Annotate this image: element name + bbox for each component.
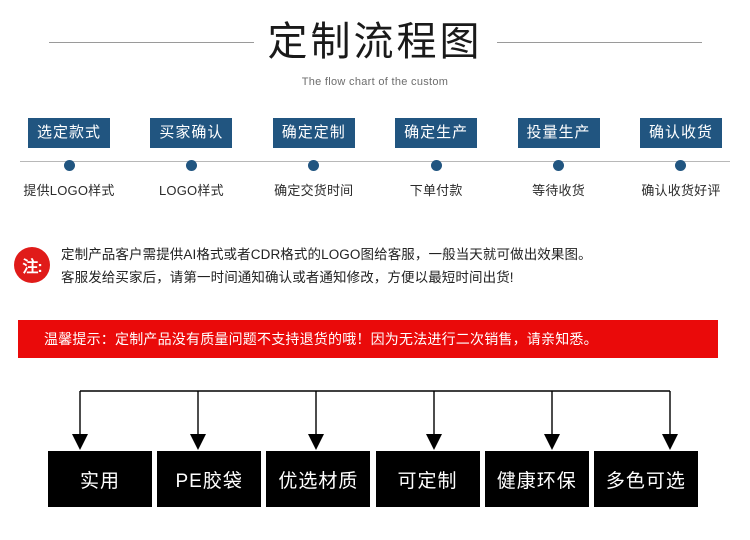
note-text: 定制产品客户需提供AI格式或者CDR格式的LOGO图给客服，一般当天就可做出效果… bbox=[61, 243, 592, 289]
note-badge-icon: 注: bbox=[14, 247, 50, 283]
warning-banner-text: 温馨提示：定制产品没有质量问题不支持退货的哦！因为无法进行二次销售，请亲知悉。 bbox=[44, 331, 598, 347]
title-rule-left bbox=[48, 41, 254, 43]
feature-box-6[interactable]: 多色可选 bbox=[593, 451, 698, 507]
flow-step-6[interactable]: 确认收货 确认收货好评 bbox=[624, 118, 738, 199]
note-line-1: 定制产品客户需提供AI格式或者CDR格式的LOGO图给客服，一般当天就可做出效果… bbox=[61, 247, 592, 262]
flow-step-3-dot-icon bbox=[308, 160, 320, 171]
flow-step-4-chip: 确定生产 bbox=[395, 118, 478, 148]
flow-step-1-dot-icon bbox=[63, 160, 75, 171]
title-row: 定制流程图 bbox=[0, 14, 750, 70]
flow-step-3-caption: 确定交货时间 bbox=[274, 183, 354, 198]
flow-step-6-chip: 确认收货 bbox=[639, 118, 722, 148]
bracket-connector bbox=[0, 378, 750, 456]
flow-step-2-dot-icon bbox=[185, 160, 197, 171]
flow-step-1-chip: 选定款式 bbox=[27, 118, 110, 148]
flow-step-3-chip: 确定定制 bbox=[272, 118, 355, 148]
flow-step-1[interactable]: 选定款式 提供LOGO样式 bbox=[12, 118, 126, 199]
flow-step-4[interactable]: 确定生产 下单付款 bbox=[379, 118, 493, 199]
flow-step-3[interactable]: 确定定制 确定交货时间 bbox=[257, 118, 371, 199]
page-subtitle: The flow chart of the custom bbox=[301, 76, 449, 88]
bracket-arrows-icon bbox=[72, 390, 678, 450]
flow-step-5-dot-icon bbox=[553, 160, 565, 171]
flow-step-2-chip: 买家确认 bbox=[150, 118, 233, 148]
flow-step-2-caption: LOGO样式 bbox=[159, 183, 224, 198]
flow-step-5-caption: 等待收货 bbox=[532, 183, 585, 198]
page-header: 定制流程图 The flow chart of the custom bbox=[0, 0, 750, 100]
flow-step-5-chip: 投量生产 bbox=[517, 118, 600, 148]
note-line-2: 客服发给买家后，请第一时间通知确认或者通知修改，方便以最短时间出货! bbox=[61, 270, 514, 285]
feature-boxes-row: 实用 PE胶袋 优选材质 可定制 健康环保 多色可选 bbox=[48, 451, 698, 507]
feature-box-5[interactable]: 健康环保 bbox=[484, 451, 589, 507]
feature-box-1[interactable]: 实用 bbox=[48, 451, 152, 507]
flow-step-1-caption: 提供LOGO样式 bbox=[23, 183, 115, 198]
flow-step-2[interactable]: 买家确认 LOGO样式 bbox=[134, 118, 248, 199]
flow-step-6-caption: 确认收货好评 bbox=[641, 183, 721, 198]
title-rule-right bbox=[496, 41, 702, 43]
flow-step-4-dot-icon bbox=[430, 160, 442, 171]
flow-step-6-dot-icon bbox=[675, 160, 687, 171]
flow-step-5[interactable]: 投量生产 等待收货 bbox=[502, 118, 616, 199]
flow-steps-list: 选定款式 提供LOGO样式 买家确认 LOGO样式 确定定制 确定交货时间 确定… bbox=[12, 118, 738, 199]
feature-box-4[interactable]: 可定制 bbox=[375, 451, 480, 507]
flow-track-line bbox=[20, 161, 730, 162]
feature-box-3[interactable]: 优选材质 bbox=[266, 451, 371, 507]
flow-steps-section: 选定款式 提供LOGO样式 买家确认 LOGO样式 确定定制 确定交货时间 确定… bbox=[12, 118, 738, 213]
warning-banner: 温馨提示：定制产品没有质量问题不支持退货的哦！因为无法进行二次销售，请亲知悉。 bbox=[18, 320, 718, 358]
feature-box-2[interactable]: PE胶袋 bbox=[157, 451, 262, 507]
page-title: 定制流程图 bbox=[267, 20, 483, 64]
note-block: 注: 定制产品客户需提供AI格式或者CDR格式的LOGO图给客服，一般当天就可做… bbox=[14, 243, 734, 299]
flow-step-4-caption: 下单付款 bbox=[409, 183, 463, 198]
